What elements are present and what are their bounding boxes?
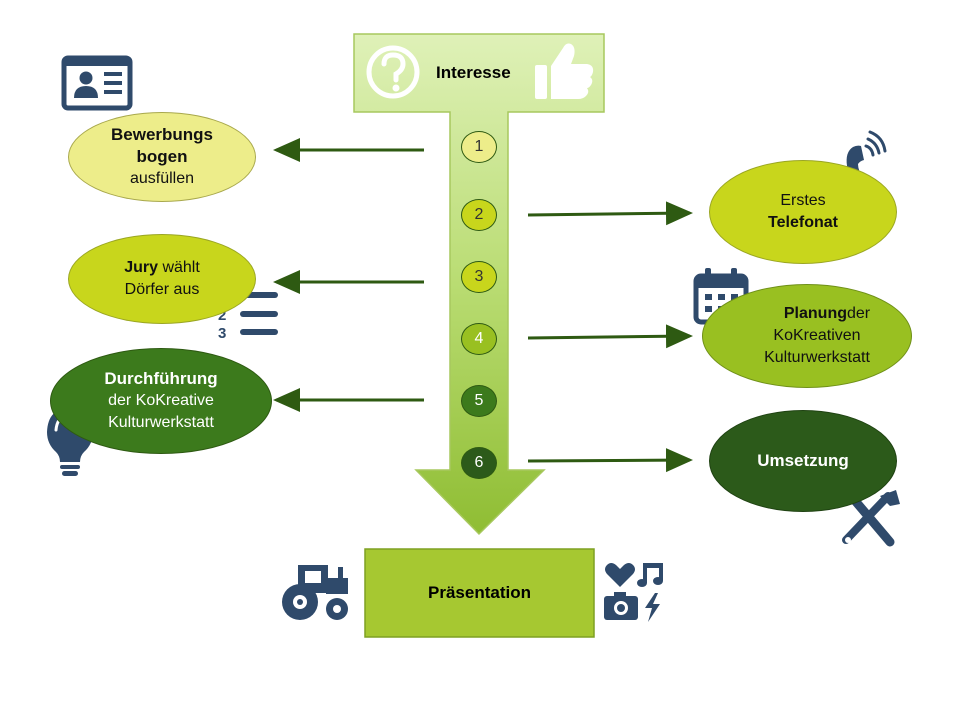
- oval-umsetzung: Umsetzung: [709, 410, 897, 512]
- media-icon: [604, 563, 663, 622]
- step-4: 4: [461, 323, 497, 355]
- step-5: 5: [461, 385, 497, 417]
- durchfuehrung-title: Durchführung: [104, 369, 218, 388]
- step-3: 3: [461, 261, 497, 293]
- jury-title: Jury: [124, 259, 158, 276]
- jury-text2: Dörfer aus: [124, 281, 200, 298]
- interest-label: Interesse: [436, 63, 511, 82]
- svg-text:2: 2: [218, 307, 226, 324]
- planung-line1: Planungder: [744, 303, 870, 325]
- durchfuehrung-text2: Kulturwerkstatt: [108, 414, 214, 431]
- question-icon: [366, 45, 420, 99]
- arrow-to-planung: [527, 324, 693, 349]
- svg-text:3: 3: [218, 325, 226, 342]
- telefonat-title: Telefonat: [768, 214, 838, 231]
- bewerbung-text: ausfüllen: [129, 170, 195, 187]
- planung-title: Planung: [783, 305, 847, 322]
- umsetzung-title: Umsetzung: [757, 451, 849, 470]
- thumbs-up-icon: [535, 43, 594, 99]
- jury-text1: wählt: [162, 259, 200, 276]
- id-card-icon: [61, 55, 133, 111]
- step-2: 2: [461, 199, 497, 231]
- telefonat-line1: Erstes: [780, 192, 826, 209]
- oval-telefonat: Erstes Telefonat: [709, 160, 897, 264]
- planung-text1: der: [846, 305, 871, 322]
- step-1: 1: [461, 131, 497, 163]
- planung-text3: Kulturwerkstatt: [764, 349, 870, 366]
- arrow-to-umsetzung: [527, 448, 693, 473]
- durchfuehrung-text1: der KoKreative: [108, 392, 214, 409]
- bewerbung-title: Bewerbungs bogen: [110, 125, 214, 166]
- presentation-box: [364, 548, 595, 638]
- oval-jury: Jury wählt Dörfer aus: [68, 234, 256, 324]
- tractor-icon: [282, 565, 348, 620]
- jury-line1: Jury wählt: [124, 257, 200, 279]
- planung-text2: KoKreativen: [773, 327, 861, 344]
- oval-planung: Planungder KoKreativen Kulturwerkstatt: [702, 284, 912, 388]
- presentation-label: Präsentation: [428, 583, 531, 602]
- oval-bewerbung: Bewerbungs bogen ausfüllen: [68, 112, 256, 202]
- oval-durchfuehrung: Durchführung der KoKreative Kulturwerkst…: [50, 348, 272, 454]
- arrow-to-telefonat: [527, 201, 693, 226]
- step-6: 6: [461, 447, 497, 479]
